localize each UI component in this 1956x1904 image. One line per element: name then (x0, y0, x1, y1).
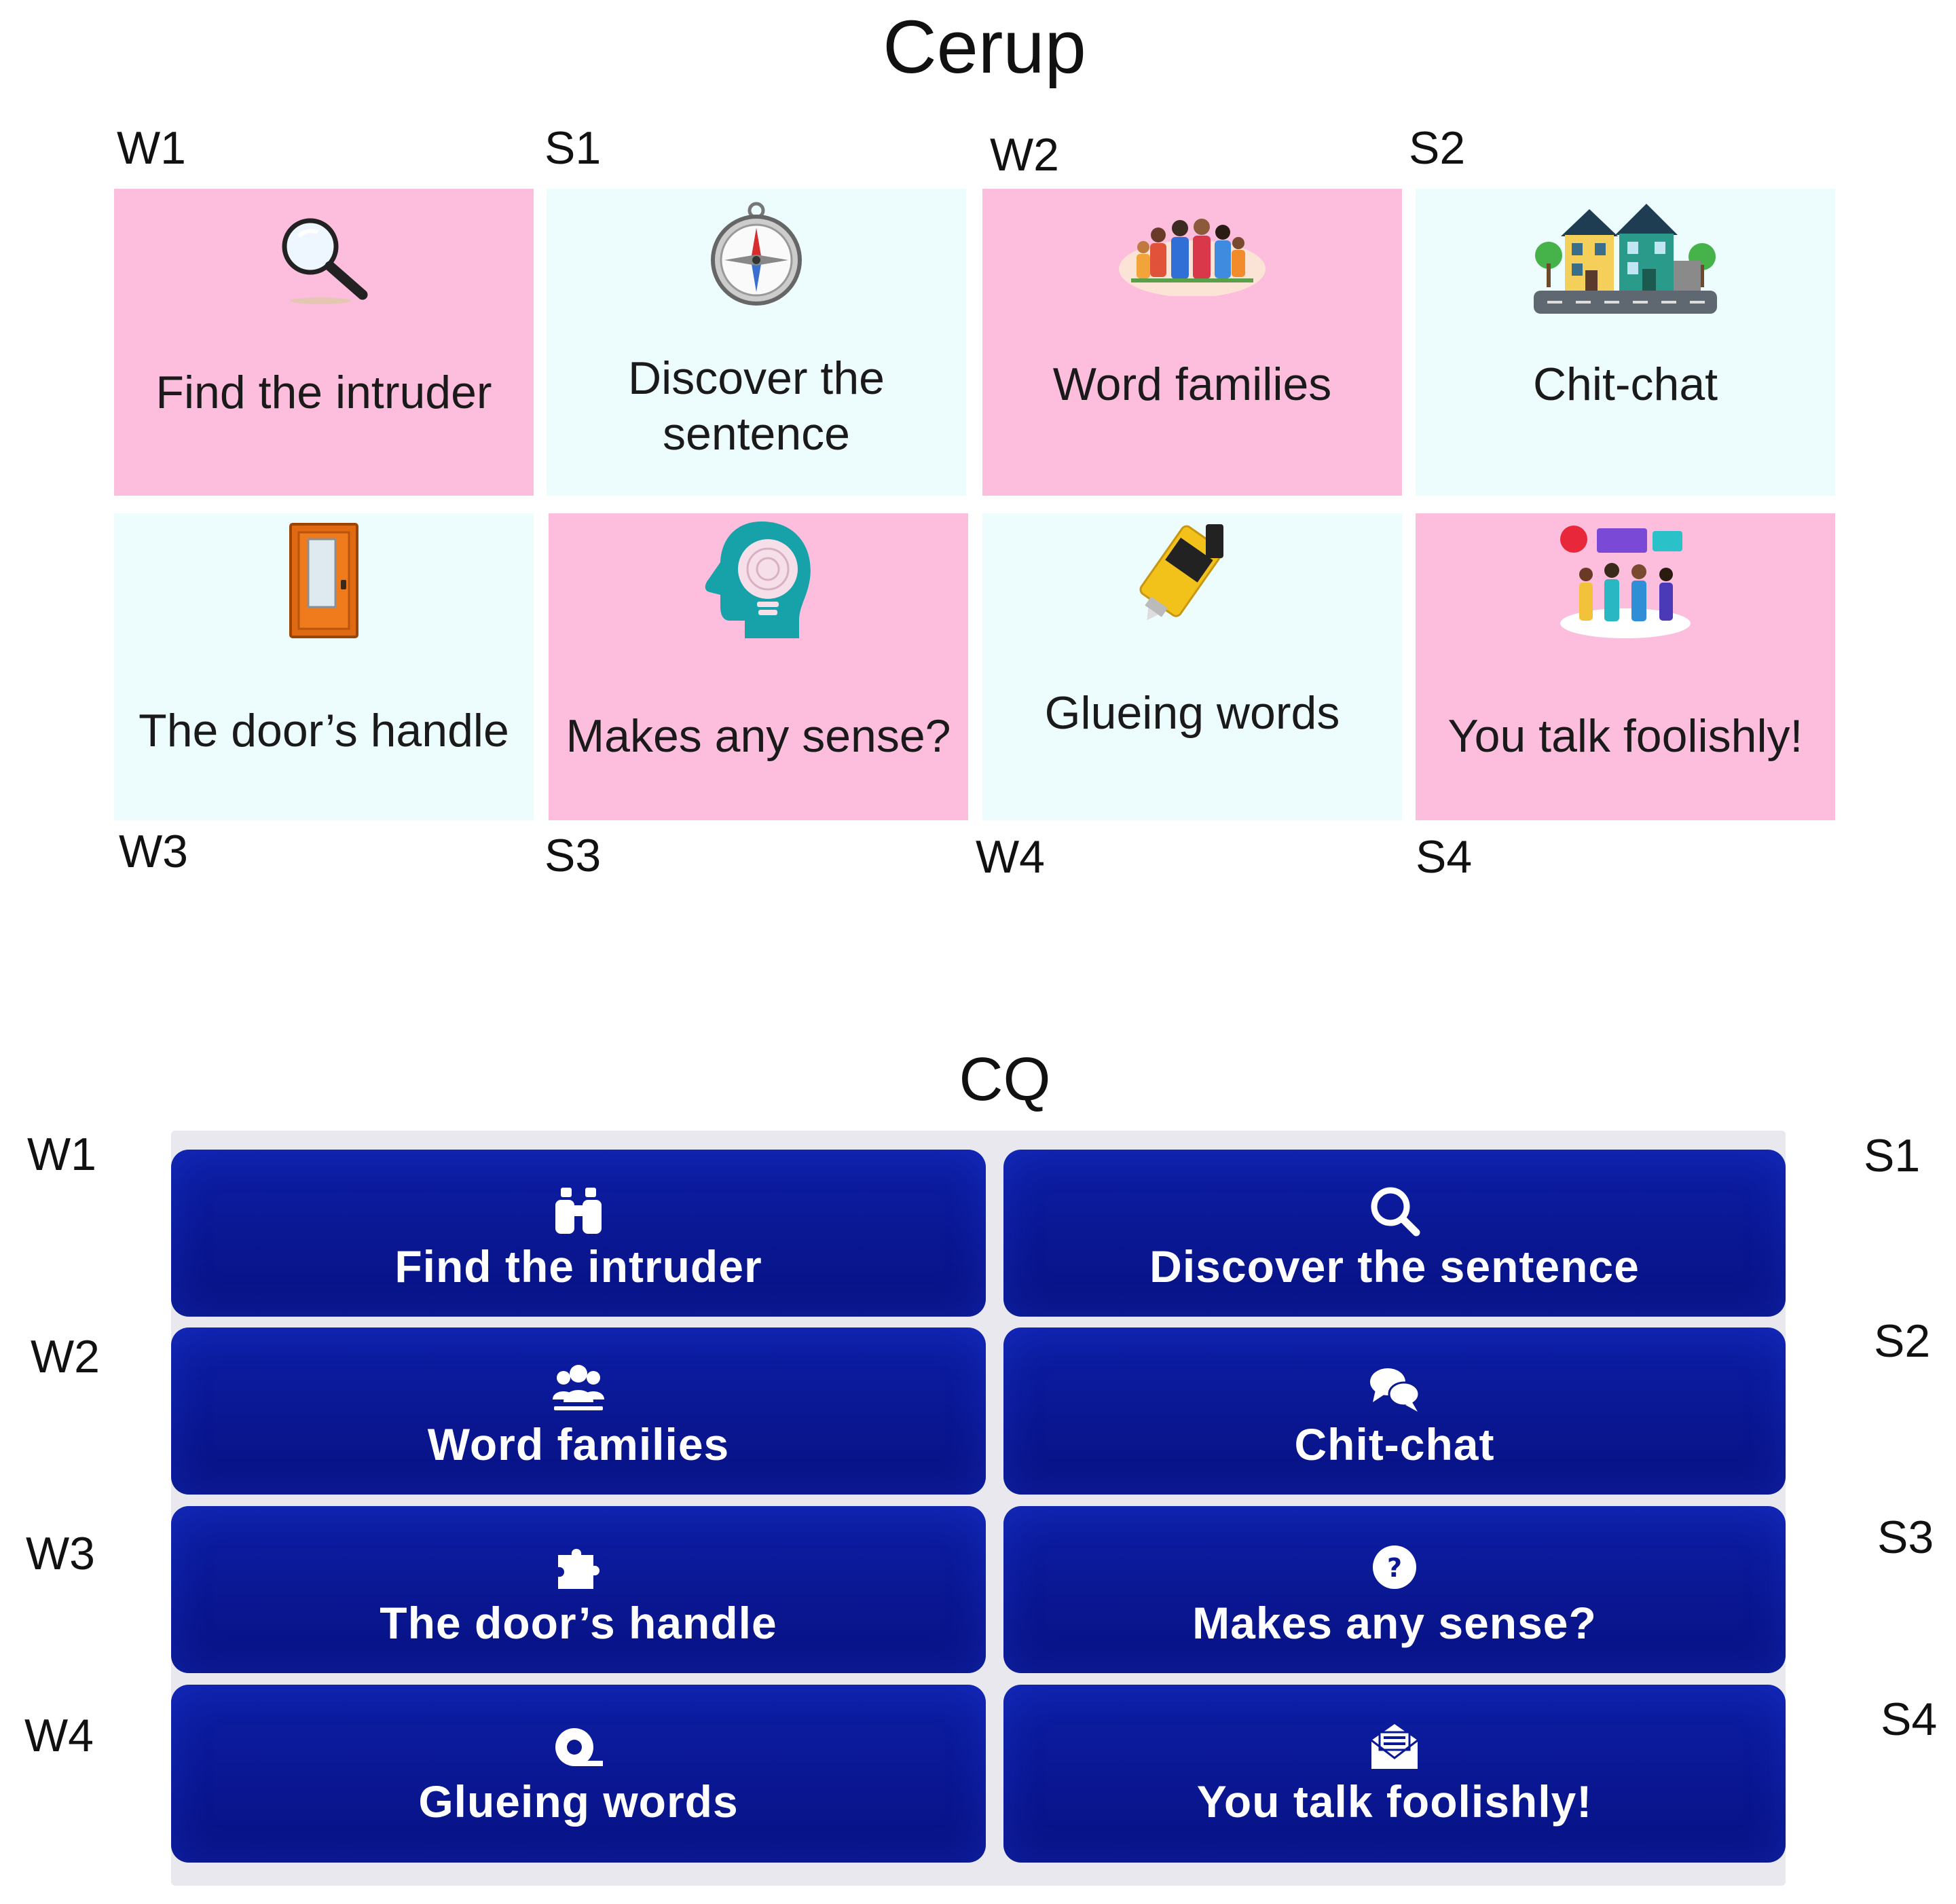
family-group-icon (1119, 219, 1266, 296)
puzzle-piece-icon (558, 1549, 599, 1589)
cq-button-label: Find the intruder (394, 1241, 762, 1292)
question-circle-icon: ? (1373, 1545, 1416, 1589)
search-icon (1371, 1187, 1420, 1237)
svg-text:?: ? (1387, 1553, 1402, 1583)
glue-tube-icon (1139, 524, 1223, 621)
chat-bubbles-icon (1370, 1368, 1420, 1412)
cerup-tile-label: Makes any sense? (566, 710, 951, 762)
cq-button-label: Discover the sentence (1149, 1241, 1640, 1292)
cerup-code-w4: W4 (976, 831, 1045, 883)
cq-button-chit-chat[interactable]: Chit-chat (1003, 1328, 1786, 1495)
cerup-tile-label: You talk foolishly! (1447, 710, 1803, 762)
cq-code-s1: S1 (1864, 1130, 1921, 1182)
cq-button-label: Makes any sense? (1192, 1598, 1597, 1648)
cq-button-label: The door’s handle (380, 1598, 777, 1648)
cq-code-w4: W4 (24, 1710, 94, 1761)
cerup-tile-label: Find the intruder (155, 367, 492, 418)
cerup-code-s2: S2 (1409, 122, 1466, 174)
cq-button-glueing-words[interactable]: Glueing words (171, 1685, 986, 1863)
cq-code-s4: S4 (1881, 1694, 1938, 1745)
houses-icon (1534, 204, 1717, 314)
tape-icon (555, 1728, 603, 1766)
cerup-code-s3: S3 (545, 830, 602, 881)
cq-button-find-the-intruder[interactable]: Find the intruder (171, 1150, 986, 1317)
talking-people-icon (1560, 526, 1691, 638)
cq-button-makes-any-sense[interactable]: ? Makes any sense? (1003, 1506, 1786, 1673)
cerup-tile-label: Chit-chat (1532, 359, 1718, 410)
cerup-tile-label: Discover the sentence (628, 352, 885, 460)
cerup-tile-chit-chat[interactable]: Chit-chat (1416, 189, 1835, 496)
head-lightbulb-icon (705, 521, 811, 638)
cq-code-w2: W2 (31, 1331, 100, 1383)
cerup-code-s1: S1 (545, 122, 602, 174)
cq-code-s3: S3 (1877, 1512, 1934, 1563)
cq-button-you-talk-foolishly[interactable]: You talk foolishly! (1003, 1685, 1786, 1863)
envelope-icon (1371, 1724, 1418, 1769)
cq-panel: Find the intruder Discover the sentence … (171, 1131, 1786, 1886)
cerup-title: Cerup (883, 5, 1086, 89)
cq-code-w1: W1 (27, 1129, 96, 1180)
cerup-tile-you-talk-foolishly[interactable]: You talk foolishly! (1416, 513, 1835, 820)
cerup-tile-label: Glueing words (1044, 687, 1340, 739)
cerup-tile-makes-any-sense[interactable]: Makes any sense? (549, 513, 968, 820)
cerup-code-s4: S4 (1416, 831, 1473, 883)
cerup-tile-discover-the-sentence[interactable]: Discover the sentence (547, 189, 966, 496)
cq-button-the-doors-handle[interactable]: The door’s handle (171, 1506, 986, 1673)
cerup-tile-word-families[interactable]: Word families (982, 189, 1402, 496)
binoculars-icon (555, 1188, 602, 1234)
cerup-code-w2: W2 (990, 129, 1059, 181)
cq-button-label: You talk foolishly! (1196, 1776, 1593, 1827)
cq-button-word-families[interactable]: Word families (171, 1328, 986, 1495)
cerup-tile-label: The door’s handle (139, 705, 509, 756)
cerup-tile-glueing-words[interactable]: Glueing words (982, 513, 1402, 820)
cq-title: CQ (959, 1046, 1051, 1114)
cerup-tile-the-doors-handle[interactable]: The door’s handle (114, 513, 534, 820)
cq-code-s2: S2 (1874, 1315, 1931, 1367)
cq-code-w3: W3 (26, 1528, 95, 1579)
magnifier-icon (282, 218, 368, 304)
cerup-tile-label: Word families (1052, 359, 1332, 410)
cq-button-label: Word families (427, 1419, 730, 1469)
cq-button-discover-the-sentence[interactable]: Discover the sentence (1003, 1150, 1786, 1317)
cerup-code-w1: W1 (117, 122, 186, 174)
cq-button-label: Glueing words (418, 1776, 739, 1827)
compass-icon (711, 202, 802, 306)
cerup-tile-find-the-intruder[interactable]: Find the intruder (114, 189, 534, 496)
door-icon (289, 523, 358, 638)
cerup-code-w3: W3 (119, 826, 188, 877)
cq-button-label: Chit-chat (1294, 1419, 1495, 1469)
users-icon (553, 1365, 604, 1410)
